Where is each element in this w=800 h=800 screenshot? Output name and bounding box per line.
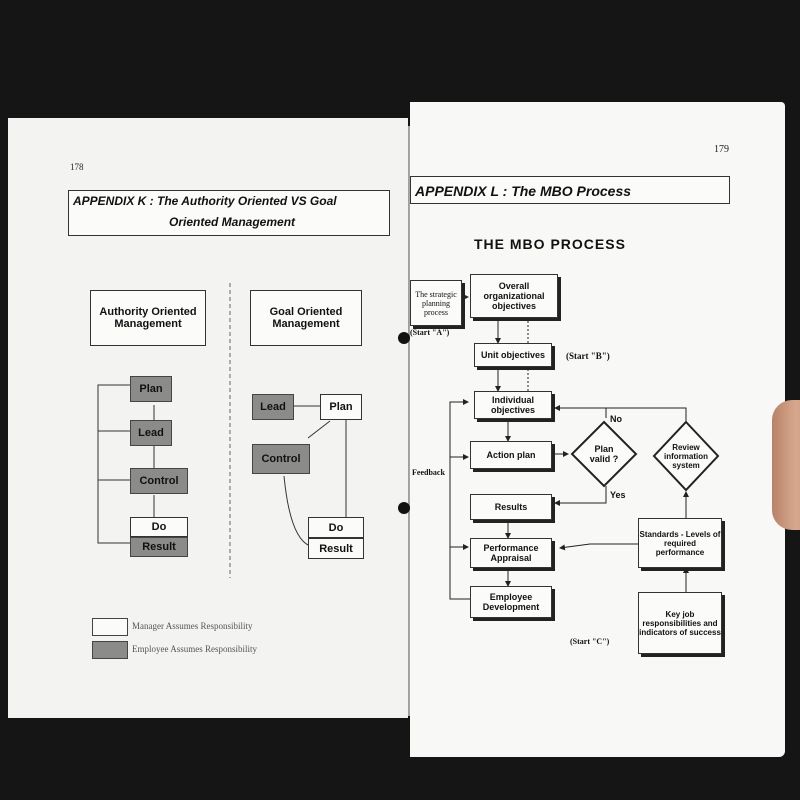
plan-valid-diamond: [570, 420, 638, 488]
performance-appraisal-box: Performance Appraisal: [470, 538, 552, 568]
strategic-planning-box: The strategic planning process: [410, 280, 462, 326]
appendix-k-title-line1: APPENDIX K : The Authority Oriented VS G…: [73, 194, 337, 208]
page-number: 179: [714, 144, 729, 155]
binding-hole-top: [398, 332, 410, 344]
legend-label-manager: Manager Assumes Responsibility: [132, 621, 253, 631]
authority-oriented-header: Authority Oriented Management: [90, 290, 206, 346]
individual-objectives-box: Individual objectives: [474, 391, 552, 419]
results-box: Results: [470, 494, 552, 520]
left-page: 178 APPENDIX K : The Authority Oriented …: [8, 118, 408, 718]
authority-plan-box: Plan: [130, 376, 172, 402]
unit-objectives-box: Unit objectives: [474, 343, 552, 367]
goal-plan-box: Plan: [320, 394, 362, 420]
goal-do-box: Do: [308, 517, 364, 538]
legend-swatch-manager: [92, 618, 128, 636]
page-number: 178: [70, 162, 84, 172]
appendix-l-title: APPENDIX L : The MBO Process: [410, 176, 730, 204]
review-diamond: [652, 420, 720, 492]
no-label: No: [610, 414, 622, 424]
goal-control-box: Control: [252, 444, 310, 474]
plan-valid-decision: Plan valid ?: [570, 420, 638, 488]
goal-result-box: Result: [308, 538, 364, 559]
feedback-label: Feedback: [412, 468, 445, 477]
legend-swatch-employee: [92, 641, 128, 659]
review-text: Review information system: [664, 442, 708, 470]
right-page: 179 APPENDIX L : The MBO Process THE MBO…: [410, 102, 785, 757]
standards-box: Standards - Levels of required performan…: [638, 518, 722, 568]
appendix-k-title: APPENDIX K : The Authority Oriented VS G…: [68, 190, 390, 236]
authority-do-box: Do: [130, 517, 188, 537]
employee-development-box: Employee Development: [470, 586, 552, 618]
goal-lead-box: Lead: [252, 394, 294, 420]
binding-hole-bottom: [398, 502, 410, 514]
plan-valid-text: Plan valid ?: [589, 444, 619, 464]
authority-result-box: Result: [130, 537, 188, 557]
action-plan-box: Action plan: [470, 441, 552, 469]
start-a-label: (Start "A"): [410, 328, 450, 337]
legend-label-employee: Employee Assumes Responsibility: [132, 644, 257, 654]
appendix-k-title-line2: Oriented Management: [169, 215, 296, 229]
hand-holding-page: [772, 400, 800, 530]
diagram-title: THE MBO PROCESS: [474, 236, 626, 252]
yes-label: Yes: [610, 490, 626, 500]
start-b-label: (Start "B"): [566, 351, 610, 361]
start-c-label: (Start "C"): [570, 637, 610, 646]
authority-lead-box: Lead: [130, 420, 172, 446]
key-job-box: Key job responsibilities and indicators …: [638, 592, 722, 654]
overall-objectives-box: Overall organizational objectives: [470, 274, 558, 318]
left-diagram-connectors: [97, 283, 347, 578]
review-information-decision: Review information system: [652, 420, 720, 492]
authority-control-box: Control: [130, 468, 188, 494]
goal-oriented-header: Goal Oriented Management: [250, 290, 362, 346]
